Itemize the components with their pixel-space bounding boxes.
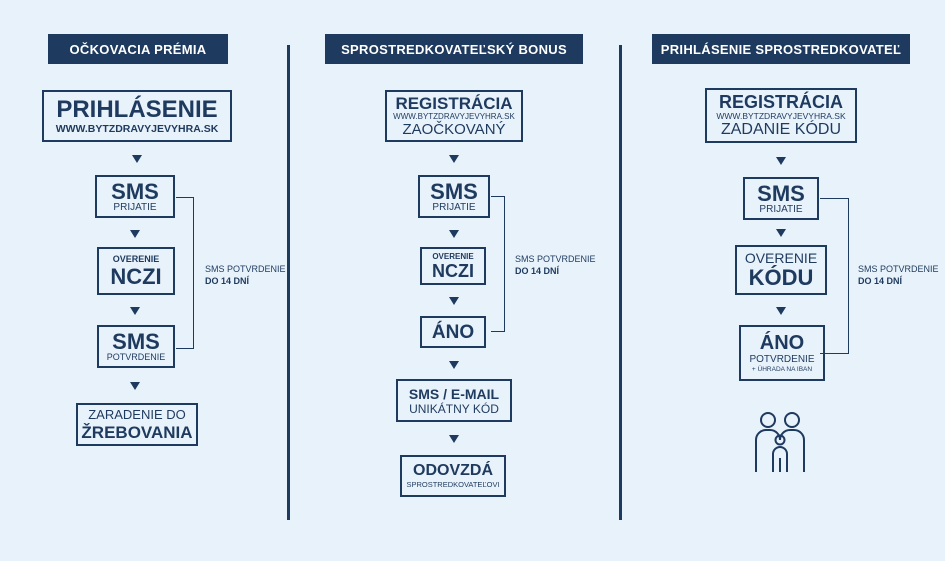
note-line2: DO 14 DNÍ xyxy=(515,265,560,276)
box-overenie-top: OVERENIE xyxy=(432,251,474,261)
box-overenie-title: NCZI xyxy=(110,263,162,289)
box-zaradenie: ZARADENIE DO ŽREBOVANIA xyxy=(76,403,198,446)
box-overenie-nczi: OVERENIE NCZI xyxy=(420,247,486,285)
header-sprostredkovatelsky-bonus: SPROSTREDKOVATEĽSKÝ BONUS xyxy=(325,34,583,64)
arrow xyxy=(130,307,140,315)
arrow xyxy=(776,229,786,237)
box-prihlasenie-url: WWW.BYTZDRAVYJEVYHRA.SK xyxy=(55,122,219,135)
note-sms-potvrdenie: SMS POTVRDENIE DO 14 DNÍ xyxy=(858,264,939,287)
box-zaradenie-top: ZARADENIE DO xyxy=(88,407,186,422)
note-line2: DO 14 DNÍ xyxy=(205,275,250,286)
box-sms-sub: POTVRDENIE xyxy=(106,352,166,362)
arrow xyxy=(132,155,142,163)
box-odovzda: ODOVZDÁ SPROSTREDKOVATEĽOVI xyxy=(400,455,506,497)
arrow xyxy=(130,382,140,390)
bracket xyxy=(491,196,505,332)
header-ockovacia-premia: OČKOVACIA PRÉMIA xyxy=(48,34,228,64)
box-registracia: REGISTRÁCIA WWW.BYTZDRAVYJEVYHRA.SK ZAOČ… xyxy=(385,90,523,142)
box-registracia-title: REGISTRÁCIA xyxy=(718,92,843,113)
box-sms-title: SMS xyxy=(757,180,805,206)
arrow xyxy=(449,297,459,305)
box-registracia-bottom: ZAOČKOVANÝ xyxy=(402,121,506,138)
note-line1: SMS POTVRDENIE xyxy=(205,264,286,274)
box-registracia-title: REGISTRÁCIA xyxy=(395,94,513,113)
box-overenie-nczi: OVERENIE NCZI xyxy=(97,247,175,295)
note-line2: DO 14 DNÍ xyxy=(858,275,903,286)
arrow xyxy=(449,230,459,238)
box-overenie-top: OVERENIE xyxy=(744,250,818,266)
box-registracia: REGISTRÁCIA WWW.BYTZDRAVYJEVYHRA.SK ZADA… xyxy=(705,88,857,143)
column-divider-1 xyxy=(287,45,290,520)
box-overenie-title: NCZI xyxy=(432,260,474,281)
box-ano-title: ÁNO xyxy=(431,321,475,343)
arrow xyxy=(130,230,140,238)
box-sms-prijatie: SMS PRIJATIE xyxy=(418,175,490,218)
note-line1: SMS POTVRDENIE xyxy=(515,254,596,264)
box-odovzda-sub: SPROSTREDKOVATEĽOVI xyxy=(406,480,500,490)
box-sms-title: SMS xyxy=(111,178,159,204)
box-sms-title: SMS xyxy=(430,178,478,204)
box-zaradenie-title: ŽREBOVANIA xyxy=(81,423,193,442)
arrow xyxy=(449,155,459,163)
header-prihlasenie-sprostredkovatel: PRIHLÁSENIE SPROSTREDKOVATEĽ xyxy=(652,34,910,64)
box-overenie-top: OVERENIE xyxy=(112,253,160,264)
note-sms-potvrdenie: SMS POTVRDENIE DO 14 DNÍ xyxy=(515,254,596,277)
arrow xyxy=(449,361,459,369)
box-overenie-kodu: OVERENIE KÓDU xyxy=(735,245,827,295)
box-sms-email-bottom: UNIKÁTNY KÓD xyxy=(409,401,499,416)
bracket xyxy=(820,198,849,354)
box-ano-potvrdenie: ÁNO POTVRDENIE + ÚHRADA NA IBAN xyxy=(739,325,825,381)
box-ano-title: ÁNO xyxy=(759,331,805,354)
box-sms-email-title: SMS / E-MAIL xyxy=(408,385,500,402)
box-sms-prijatie: SMS PRIJATIE xyxy=(743,177,819,220)
box-registracia-bottom: ZADANIE KÓDU xyxy=(720,120,841,138)
box-prihlasenie-title: PRIHLÁSENIE xyxy=(56,95,218,123)
box-sms-email: SMS / E-MAIL UNIKÁTNY KÓD xyxy=(396,379,512,422)
box-ano: ÁNO xyxy=(420,316,486,348)
box-sms-title: SMS xyxy=(112,329,160,354)
box-odovzda-title: ODOVZDÁ xyxy=(413,462,493,480)
box-overenie-title: KÓDU xyxy=(748,265,814,290)
arrow xyxy=(449,435,459,443)
box-prihlasenie: PRIHLÁSENIE WWW.BYTZDRAVYJEVYHRA.SK xyxy=(42,90,232,142)
box-ano-tiny: + ÚHRADA NA IBAN xyxy=(751,365,813,373)
box-ano-sub: POTVRDENIE xyxy=(749,353,815,365)
family-icon xyxy=(752,410,808,474)
box-sms-potvrdenie: SMS POTVRDENIE xyxy=(97,325,175,368)
box-sms-sub: PRIJATIE xyxy=(113,201,157,213)
arrow xyxy=(776,157,786,165)
box-sms-sub: PRIJATIE xyxy=(432,201,476,213)
box-registracia-url: WWW.BYTZDRAVYJEVYHRA.SK xyxy=(716,111,846,122)
bracket xyxy=(176,197,194,349)
arrow xyxy=(776,307,786,315)
box-registracia-url: WWW.BYTZDRAVYJEVYHRA.SK xyxy=(393,112,515,121)
column-divider-2 xyxy=(619,45,622,520)
box-sms-sub: PRIJATIE xyxy=(759,203,803,215)
note-line1: SMS POTVRDENIE xyxy=(858,264,939,274)
box-sms-prijatie: SMS PRIJATIE xyxy=(95,175,175,218)
note-sms-potvrdenie: SMS POTVRDENIE DO 14 DNÍ xyxy=(205,264,286,287)
